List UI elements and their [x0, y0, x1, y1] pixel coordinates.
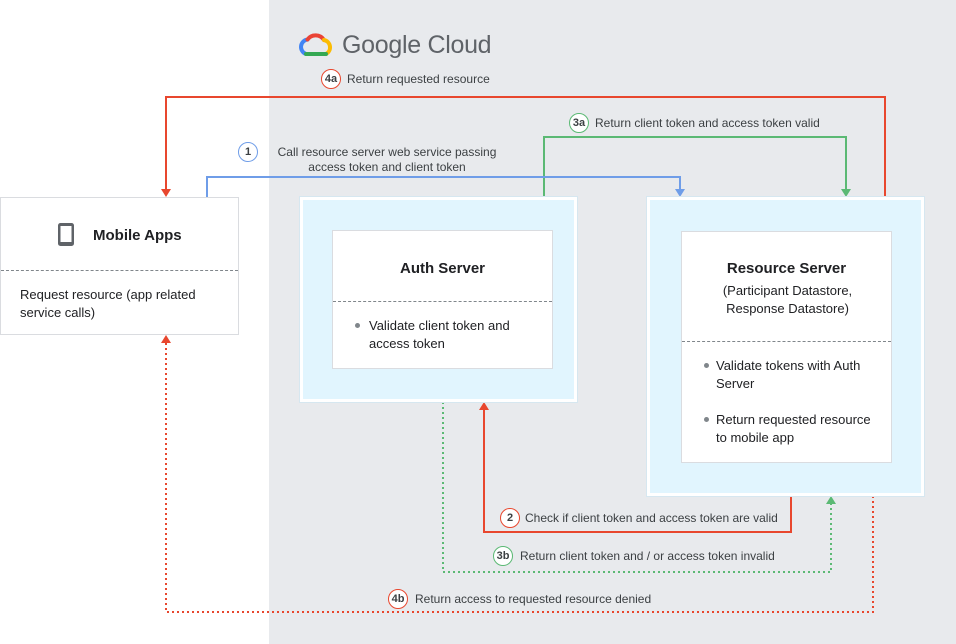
flow-1-badge: 1: [238, 142, 258, 162]
auth-server-item: Validate client token and access token: [369, 318, 510, 351]
resource-server-node: Resource Server (Participant Datastore, …: [681, 231, 892, 463]
auth-server-node: Auth Server Validate client token and ac…: [332, 230, 553, 369]
bullet-icon: [704, 417, 709, 422]
mobile-apps-title: Mobile Apps: [93, 227, 182, 244]
flow-4a-line: [165, 96, 886, 197]
resource-server-subtitle: (Participant Datastore, Response Datasto…: [722, 283, 853, 316]
flow-4b-arrowhead: [161, 335, 171, 343]
flow-1-label: Call resource server web service passing…: [277, 145, 497, 174]
flow-3b-badge: 3b: [493, 546, 513, 566]
bullet-icon: [704, 363, 709, 368]
google-cloud-logo-icon: [299, 33, 333, 56]
resource-server-item-2: Return requested resource to mobile app: [716, 412, 871, 445]
divider: [333, 301, 552, 302]
flow-2-label: Check if client token and access token a…: [525, 511, 778, 525]
divider: [682, 341, 891, 342]
flow-4a-arrowhead: [161, 189, 171, 197]
flow-2-badge: 2: [500, 508, 520, 528]
logo-text: Google Cloud: [342, 30, 492, 59]
flow-1-arrowhead: [675, 189, 685, 197]
resource-server-item-1: Validate tokens with Auth Server: [716, 358, 861, 391]
bullet-icon: [355, 323, 360, 328]
resource-server-title: Resource Server: [726, 260, 847, 277]
flow-4b-badge: 4b: [388, 589, 408, 609]
flow-4b-label: Return access to requested resource deni…: [415, 592, 652, 606]
mobile-apps-description: Request resource (app related service ca…: [20, 287, 196, 320]
mobile-apps-node: Mobile Apps Request resource (app relate…: [0, 197, 239, 335]
flow-3a-line: [543, 136, 847, 197]
flow-3b-label: Return client token and / or access toke…: [520, 549, 775, 563]
flow-1-line: [206, 176, 681, 197]
flow-2-line: [483, 410, 792, 533]
mobile-phone-icon: [58, 223, 74, 246]
auth-server-title: Auth Server: [399, 260, 486, 277]
flow-4a-badge: 4a: [321, 69, 341, 89]
flow-3a-arrowhead: [841, 189, 851, 197]
flow-3b-line: [442, 402, 832, 573]
divider: [1, 270, 238, 271]
flow-2-arrowhead: [479, 402, 489, 410]
flow-3b-arrowhead: [826, 496, 836, 504]
flow-3a-badge: 3a: [569, 113, 589, 133]
google-cloud-logo: Google Cloud: [298, 28, 492, 62]
flow-4a-label: Return requested resource: [347, 72, 490, 86]
flow-3a-label: Return client token and access token val…: [595, 116, 820, 130]
